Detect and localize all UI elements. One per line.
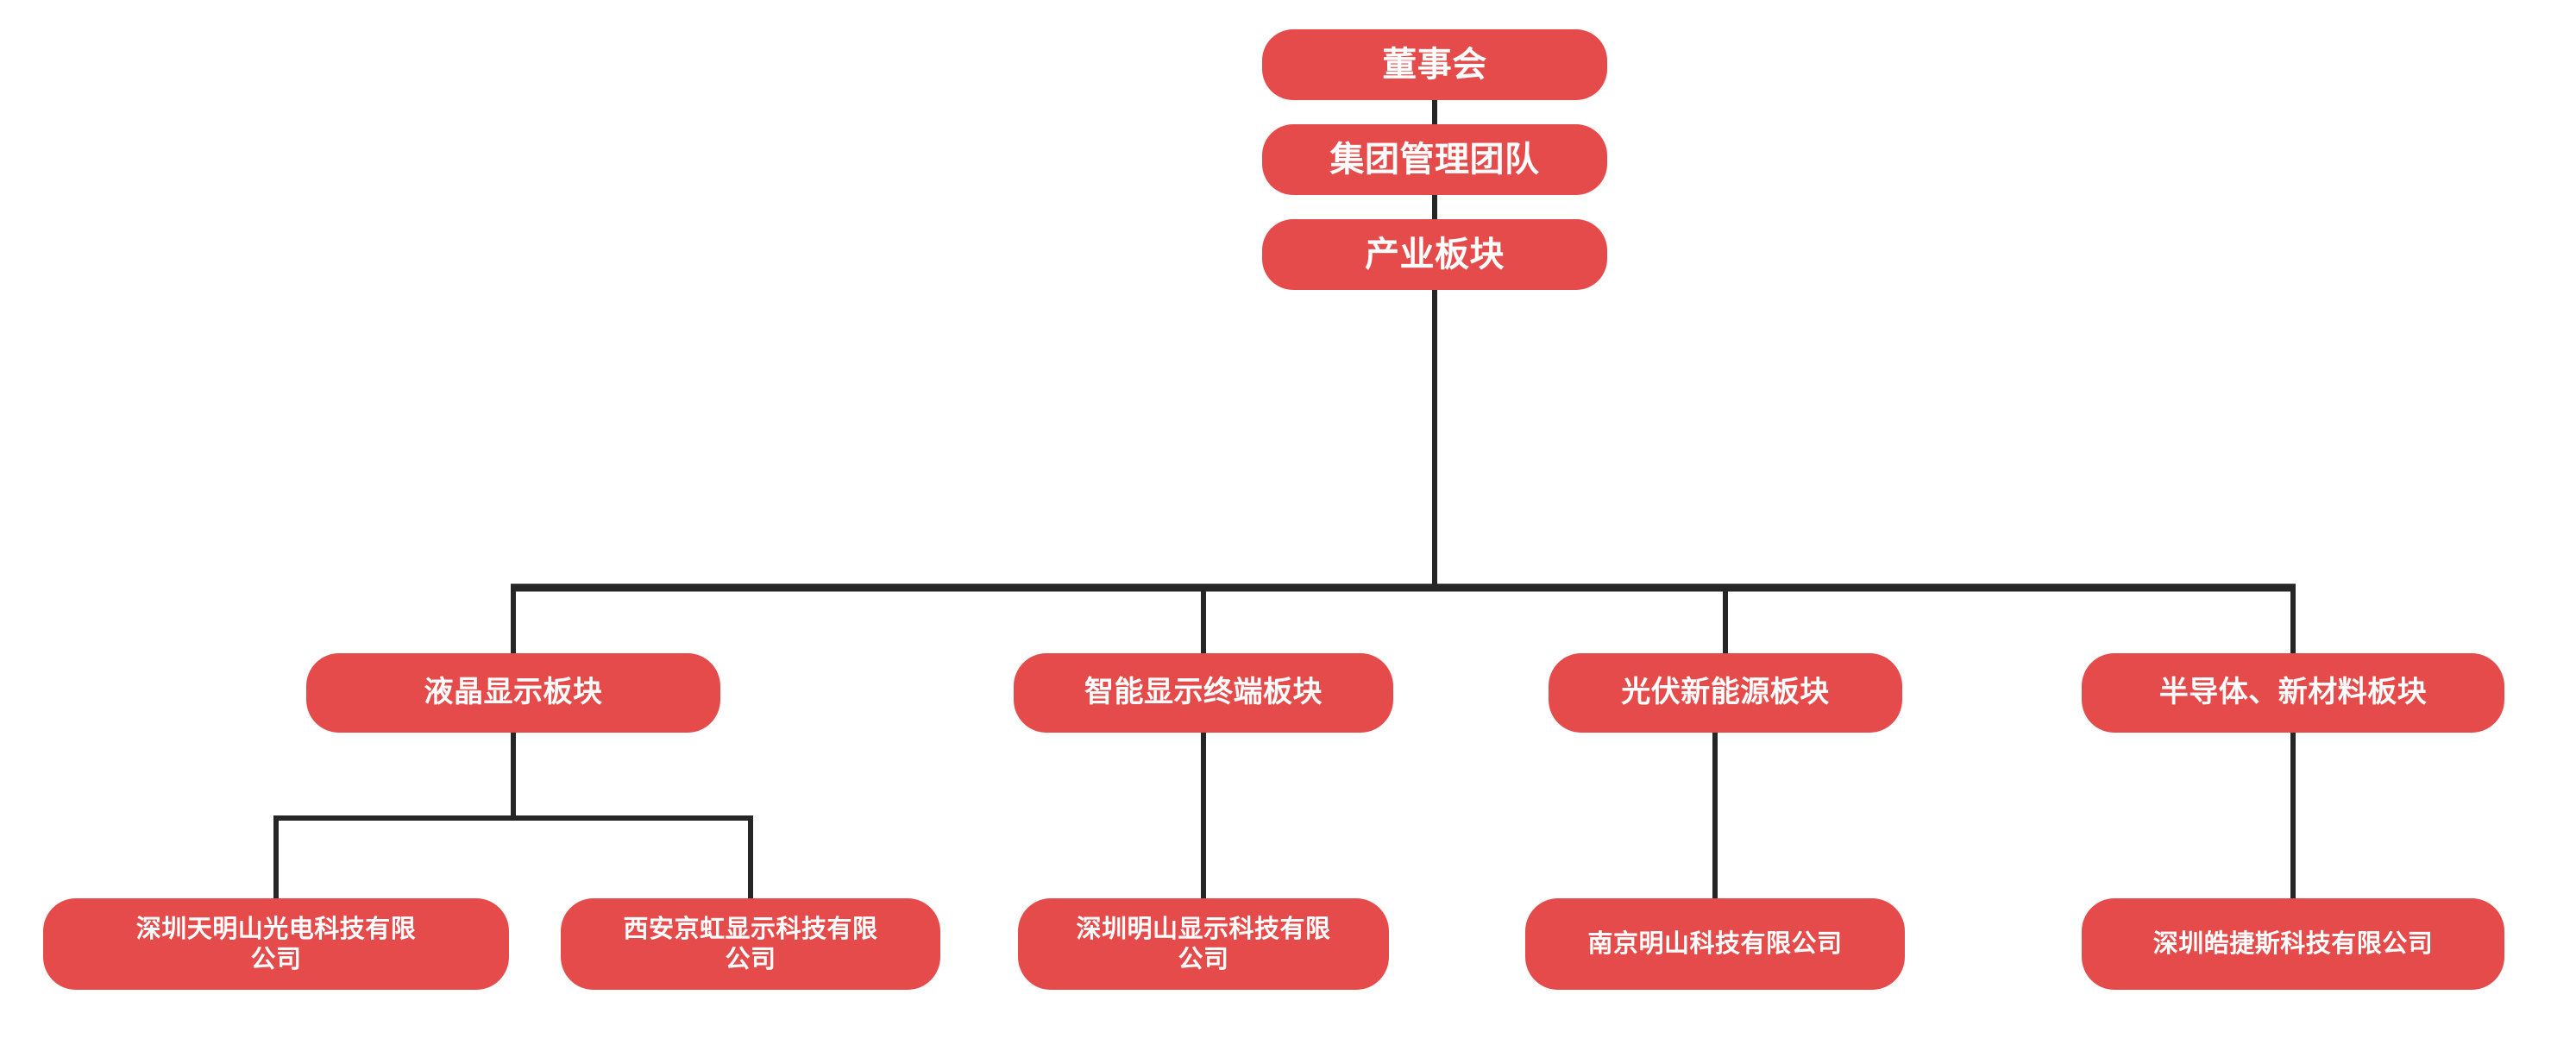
node-label: 光伏新能源板块	[1621, 675, 1830, 710]
node-label: 董事会	[1382, 44, 1487, 85]
node-company-jinghong[interactable]: 西安京虹显示科技有限 公司	[561, 898, 940, 990]
node-sector-lcd[interactable]: 液晶显示板块	[306, 653, 720, 733]
node-industry-segment[interactable]: 产业板块	[1262, 219, 1607, 290]
node-label: 西安京虹显示科技有限 公司	[623, 913, 878, 973]
node-label: 半导体、新材料板块	[2158, 675, 2428, 710]
node-company-tianmingshan[interactable]: 深圳天明山光电科技有限 公司	[43, 898, 509, 990]
node-label: 南京明山科技有限公司	[1587, 929, 1843, 959]
node-company-haojiesi[interactable]: 深圳皓捷斯科技有限公司	[2082, 898, 2504, 990]
node-label: 集团管理团队	[1329, 139, 1540, 179]
node-sector-pv-energy[interactable]: 光伏新能源板块	[1549, 653, 1902, 733]
node-label: 深圳明山显示科技有限 公司	[1076, 913, 1331, 973]
node-group-management-team[interactable]: 集团管理团队	[1262, 124, 1607, 195]
node-label: 深圳天明山光电科技有限 公司	[135, 913, 417, 973]
node-label: 产业板块	[1365, 234, 1505, 274]
node-board-of-directors[interactable]: 董事会	[1262, 29, 1607, 100]
node-company-nanjing-mingshan[interactable]: 南京明山科技有限公司	[1525, 898, 1905, 990]
node-label: 智能显示终端板块	[1084, 675, 1323, 710]
node-label: 深圳皓捷斯科技有限公司	[2152, 929, 2434, 959]
node-label: 液晶显示板块	[424, 675, 603, 710]
node-sector-semiconductor[interactable]: 半导体、新材料板块	[2082, 653, 2504, 733]
node-sector-smart-display[interactable]: 智能显示终端板块	[1014, 653, 1393, 733]
node-company-mingshan-display[interactable]: 深圳明山显示科技有限 公司	[1018, 898, 1389, 990]
